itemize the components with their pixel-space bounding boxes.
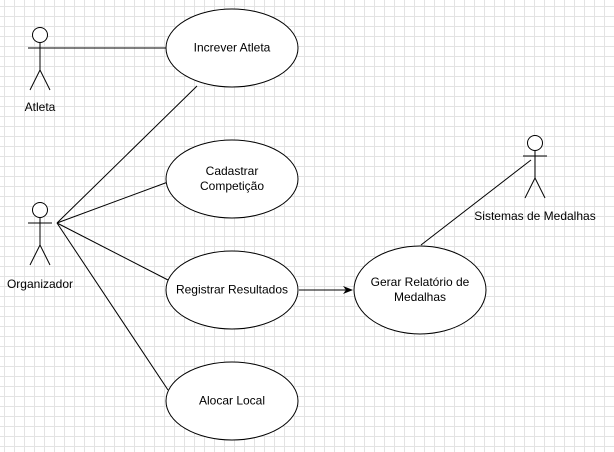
actor-head xyxy=(32,27,48,43)
actor-sistemas-label: Sistemas de Medalhas xyxy=(474,209,596,223)
actor-atleta xyxy=(28,27,52,91)
actor-sistemas xyxy=(523,135,547,199)
usecase-cadastrar-label: Cadastrar Competição xyxy=(172,164,292,194)
association-sistemas-gerar xyxy=(420,159,532,246)
usecase-registrar-label: Registrar Resultados xyxy=(172,283,292,298)
association-organizador-inscrever xyxy=(56,85,198,224)
usecase-inscrever xyxy=(165,8,299,88)
usecase-alocar-label: Alocar Local xyxy=(172,394,292,409)
usecase-gerar xyxy=(353,245,487,335)
actor-organizador xyxy=(28,202,52,266)
usecase-alocar xyxy=(165,361,299,441)
actor-head xyxy=(527,135,543,151)
usecase-cadastrar-line1: Cadastrar xyxy=(205,164,259,178)
association-organizador-cadastrar xyxy=(56,181,169,224)
association-organizador-alocar xyxy=(56,222,169,391)
usecase-gerar-label: Gerar Relatório de Medalhas xyxy=(360,275,480,305)
actor-atleta-label: Atleta xyxy=(24,100,56,114)
actor-head xyxy=(32,202,48,218)
usecase-alocar-text: Alocar Local xyxy=(198,393,266,408)
usecase-registrar-text: Registrar Resultados xyxy=(175,282,289,297)
association-organizador-registrar xyxy=(56,222,169,281)
usecase-inscrever-text: Increver Atleta xyxy=(193,40,271,55)
usecase-registrar xyxy=(165,250,299,330)
usecase-gerar-line2: Medalhas xyxy=(393,290,447,304)
usecase-cadastrar-line2: Competição xyxy=(199,179,265,193)
usecase-cadastrar xyxy=(165,139,299,219)
actor-organizador-label: Organizador xyxy=(6,277,74,291)
usecase-gerar-line1: Gerar Relatório de xyxy=(370,275,470,289)
usecase-inscrever-label: Increver Atleta xyxy=(172,41,292,56)
